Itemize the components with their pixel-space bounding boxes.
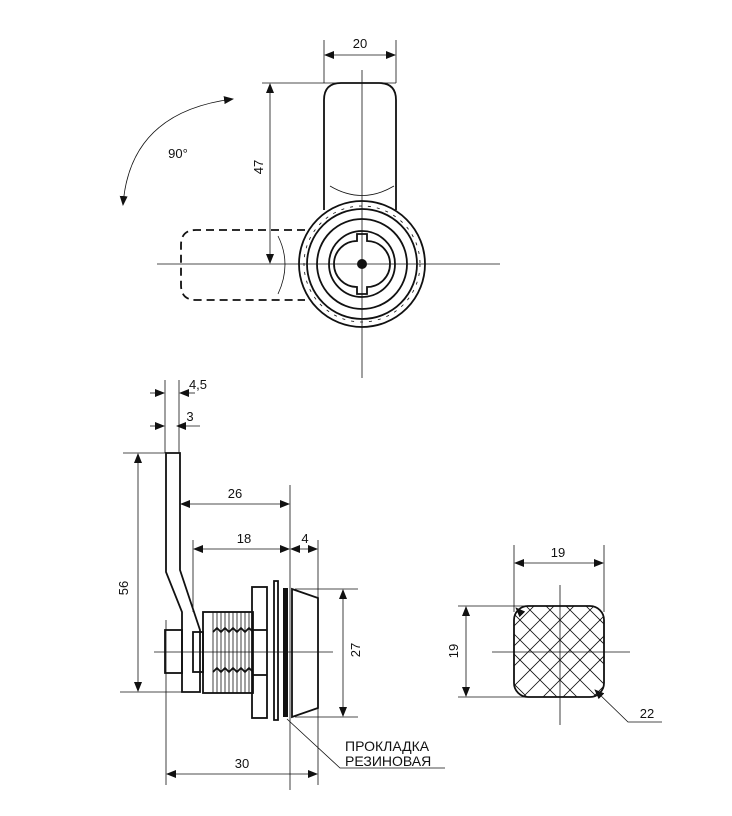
hex-nut-screw [164,629,183,674]
lock-face [298,200,426,328]
lever-rotated-position [180,229,305,301]
cutout-diagonal-label: 22 [640,706,654,721]
cutout-height-label: 19 [446,644,461,658]
dim-face-diameter-label: 27 [348,643,363,657]
top-view: 20 47 90° [119,36,500,378]
cam-lever-side [165,452,201,693]
lever-bend-arc [329,185,395,196]
lock-face-side [291,587,319,719]
dim-thickness-total-label: 4,5 [189,377,207,392]
dim-body-label: 18 [237,531,251,546]
keyway [333,233,391,295]
side-view: 4,5 3 56 26 18 4 27 30 ПРОКЛАДКА РЕЗИНОВ… [116,377,445,790]
rotation-arrow-icon [119,96,234,206]
cutout-view: 19 19 22 [446,545,662,725]
rotated-lever-arc [277,235,286,295]
square-cutout [513,605,605,698]
dim-length-label: 47 [251,160,266,174]
threaded-body [202,611,254,694]
rubber-gasket [283,588,288,717]
cutout-width-label: 19 [551,545,565,560]
gasket-leader-line [286,718,445,769]
gasket-label-line1: ПРОКЛАДКА [345,738,430,754]
key-hole-dot [357,259,367,269]
diagonal-leader-line [594,689,662,723]
dim-face-label: 4 [301,531,308,546]
gasket-label-line2: РЕЗИНОВАЯ [345,753,431,769]
dim-thickness-label: 3 [186,409,193,424]
dim-width-label: 20 [353,36,367,51]
dim-overall-label: 30 [235,756,249,771]
dim-height-label: 56 [116,581,131,595]
rotation-label: 90° [168,146,188,161]
cam-lever [323,82,397,210]
lock-washer [273,580,279,721]
dim-offset-label: 26 [228,486,242,501]
mounting-nut [251,586,268,719]
